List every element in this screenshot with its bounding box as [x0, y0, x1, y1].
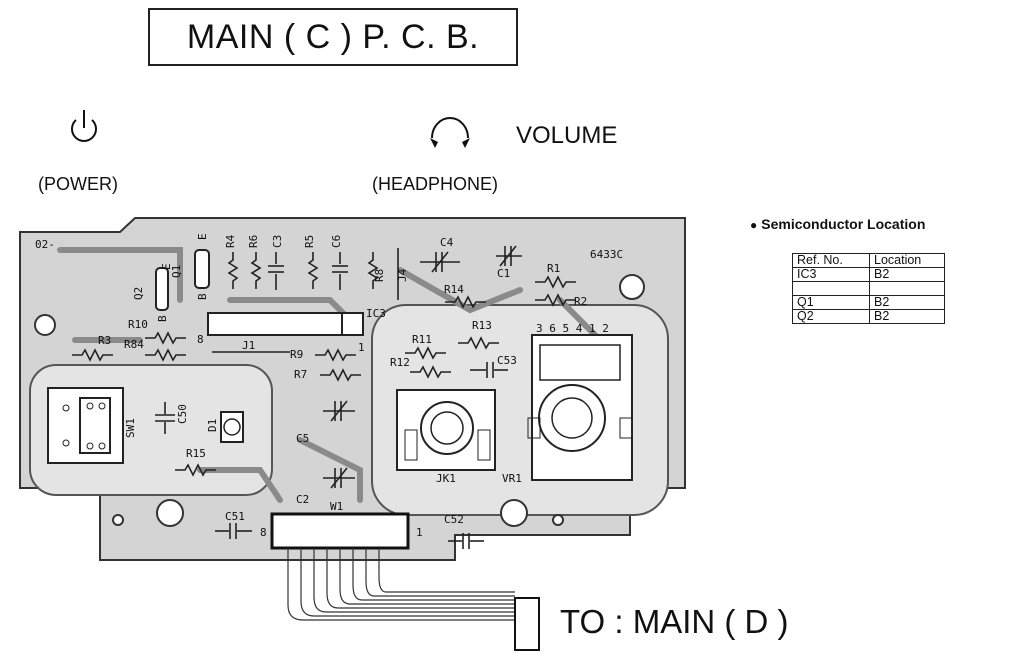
label-r5: R5	[303, 235, 316, 248]
w1-connector	[270, 512, 410, 550]
label-r84: R84	[124, 338, 144, 351]
ic3-body	[207, 312, 364, 336]
label-r9: R9	[290, 348, 303, 361]
label-r4: R4	[224, 234, 237, 248]
pin-label: 1	[416, 526, 423, 539]
table-row	[792, 281, 945, 296]
label-q2: Q2	[132, 287, 145, 300]
power-icon	[71, 110, 97, 142]
cable-end-connector	[514, 597, 540, 651]
label-r6: R6	[247, 235, 260, 248]
label-r3: R3	[98, 334, 111, 347]
pin-label: 1	[358, 341, 365, 354]
label-r1: R1	[547, 262, 560, 275]
label-c3: C3	[271, 235, 284, 248]
label-c1: C1	[497, 267, 510, 280]
label-c52: C52	[444, 513, 464, 526]
cell-location: B2	[869, 309, 945, 324]
table-row: Q2 B2	[792, 309, 945, 324]
to-main-d-label: TO : MAIN ( D )	[560, 603, 789, 640]
label-r12: R12	[390, 356, 410, 369]
q1-body	[194, 249, 210, 289]
q2-body	[155, 267, 169, 311]
label-c4: C4	[440, 236, 454, 249]
label-r10: R10	[128, 318, 148, 331]
pin-label: 8	[197, 333, 204, 346]
pin-label: B	[196, 293, 209, 300]
table-header-row: Ref. No. Location	[792, 253, 945, 268]
label-r2: R2	[574, 295, 587, 308]
board-id-left: 02-	[35, 238, 55, 251]
vr1-pin-numbers: 3 6 5 4 1 2	[536, 322, 609, 335]
semiconductor-table: Ref. No. Location IC3 B2 Q1 B2 Q2 B2	[792, 253, 945, 324]
board-id-right: 6433C	[590, 248, 623, 261]
label-r15: R15	[186, 447, 206, 460]
label-r14: R14	[444, 283, 464, 296]
headphone-icon	[430, 117, 470, 148]
label-d1: D1	[206, 419, 219, 432]
label-j1: J1	[242, 339, 255, 352]
cell-ref: IC3	[792, 267, 870, 282]
page-title: MAIN ( C ) P. C. B.	[148, 8, 518, 66]
label-r7: R7	[294, 368, 307, 381]
label-c5: C5	[296, 432, 309, 445]
label-sw1: SW1	[124, 418, 137, 438]
semiconductor-title-text: Semiconductor Location	[761, 216, 926, 232]
d1-body	[220, 411, 244, 443]
label-c50: C50	[176, 404, 189, 424]
table-row: Q1 B2	[792, 295, 945, 310]
semiconductor-location-title: ●Semiconductor Location	[750, 216, 926, 232]
label-w1: W1	[330, 500, 343, 513]
power-label: (POWER)	[38, 174, 118, 194]
label-r11: R11	[412, 333, 432, 346]
pin-label: E	[160, 263, 173, 270]
pin-label: 8	[260, 526, 267, 539]
label-vr1: VR1	[502, 472, 522, 485]
cell-ref: Q2	[792, 309, 870, 324]
headphone-label: (HEADPHONE)	[372, 174, 499, 194]
label-j4: J4	[396, 268, 409, 282]
label-jk1: JK1	[436, 472, 456, 485]
pin-label: E	[196, 233, 209, 240]
label-c2: C2	[296, 493, 309, 506]
label-r13: R13	[472, 319, 492, 332]
pin-label: B	[156, 315, 169, 322]
label-ic3: IC3	[366, 307, 386, 320]
label-c53: C53	[497, 354, 517, 367]
volume-label: VOLUME	[516, 122, 618, 149]
label-q1: Q1	[170, 265, 183, 278]
label-c51: C51	[225, 510, 245, 523]
label-r8: R8	[373, 269, 386, 282]
label-c6: C6	[330, 235, 343, 248]
vr1-body	[531, 334, 633, 481]
